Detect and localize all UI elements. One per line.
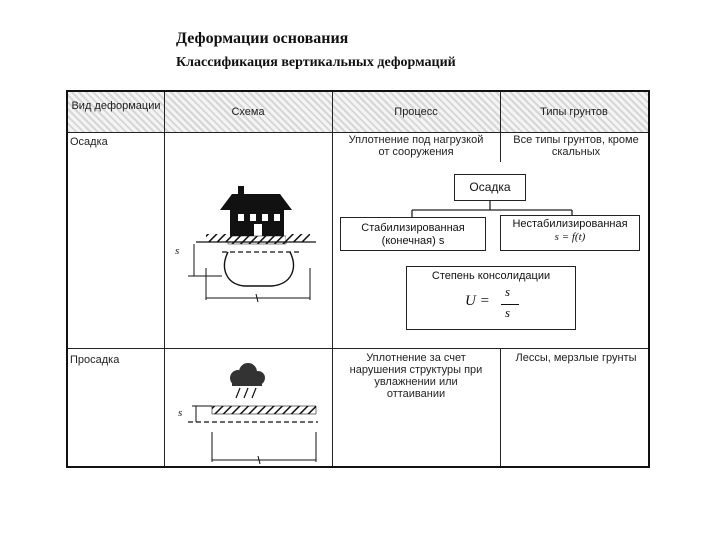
formula-numerator: s [505,284,511,299]
row-divider [68,348,648,349]
node-nonstabilized-formula: s = f(t) [554,231,586,243]
column-divider [500,92,501,162]
consolidation-label: Степень консолидации [431,270,551,282]
rain-cloud-icon [230,363,265,399]
classification-table: Вид деформации Схема Процесс Типы грунто… [66,90,650,468]
house-icon [220,186,292,245]
column-divider [164,92,165,466]
ground-surface-hatch [196,234,316,243]
formula-lhs: U = [465,293,490,309]
node-nonstabilized: Нестабилизированная s = f(t) [500,215,640,251]
header-process: Процесс [394,106,438,118]
fraction-bar [501,304,519,305]
node-stabilized: Стабилизированная (конечная) s [340,217,486,251]
page-subtitle: Классификация вертикальных деформаций [176,55,456,70]
header-type: Вид деформации [71,100,161,112]
column-divider [500,348,501,466]
subsidence-ground [188,405,318,423]
formula-denominator: s [505,305,511,320]
header-scheme: Схема [231,106,265,118]
consolidation-formula: U = s s [407,285,575,325]
settlement-label: s [175,245,180,257]
row-type-prosadka: Просадка [70,354,120,366]
tree-connectors [411,201,573,217]
settlement-bulb [222,251,300,287]
subsidence-dimension [195,406,317,465]
column-divider [332,92,333,466]
subsidence-label: s [178,407,183,419]
row-type-osadka: Осадка [70,136,108,148]
row-process-prosadka: Уплотнение за счет нарушения структуры п… [349,352,483,400]
row-soils-prosadka: Лессы, мерзлые грунты [515,352,637,364]
settlement-dimension [188,244,311,303]
node-nonstabilized-label: Нестабилизированная [512,218,628,230]
row-process-osadka: Уплотнение под нагрузкой от сооружения [348,134,484,158]
row-soils-osadka: Все типы грунтов, кроме скальных [513,134,639,158]
root-node-osadka: Осадка [454,174,526,201]
page-title: Деформации основания [176,30,349,47]
header-soils: Типы грунтов [540,106,608,118]
node-consolidation: Степень консолидации U = s s [406,266,576,330]
